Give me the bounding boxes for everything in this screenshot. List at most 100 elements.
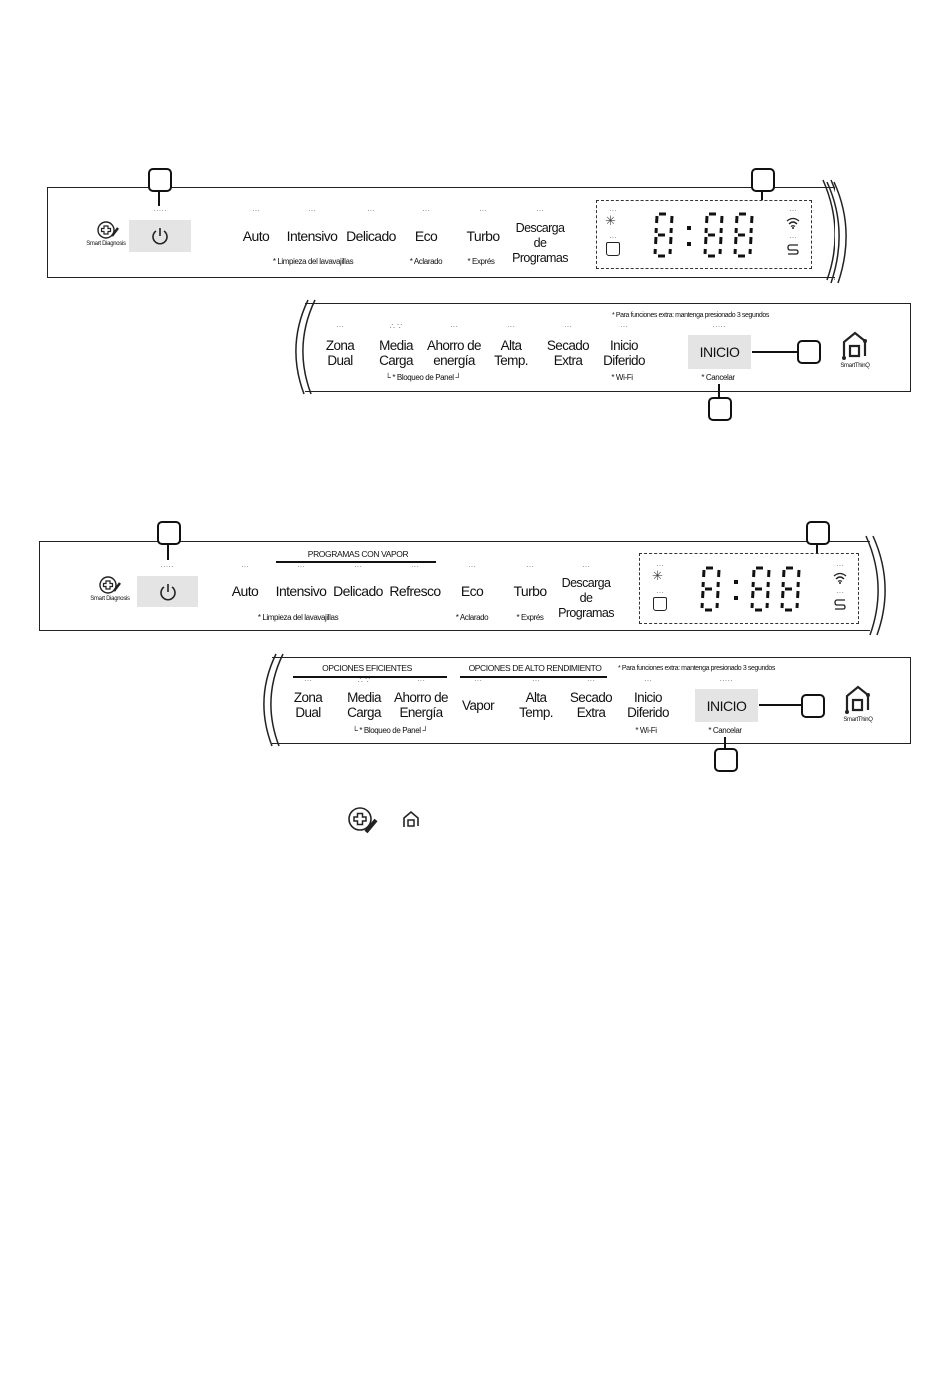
program-indicator: ···: [468, 562, 476, 571]
indicator-dots: ···: [609, 206, 617, 215]
display-segment: [704, 215, 709, 234]
display-segment: [734, 215, 739, 234]
start-button[interactable]: INICIO: [688, 335, 751, 369]
indicator-dots: ···: [656, 588, 664, 597]
display-segment: [719, 215, 724, 234]
program-button-turbo[interactable]: Turbo: [513, 583, 547, 599]
program-indicator: ···: [367, 206, 375, 215]
seven-segment-display: [653, 212, 754, 258]
sub-bloqueo: └ * Bloqueo de Panel ┘: [352, 726, 428, 735]
start-button[interactable]: INICIO: [695, 689, 758, 722]
rinse-aid-icon: ✳: [652, 568, 663, 583]
display-segment: [668, 236, 673, 255]
extra-functions-note: * Para funciones extra: mantenga presion…: [618, 665, 776, 672]
indicator-dots: ···: [836, 561, 844, 570]
option-label-line: energía: [433, 353, 475, 368]
display-segment: [716, 569, 721, 588]
program-button-eco[interactable]: Eco: [414, 228, 438, 244]
header-underline: [293, 676, 447, 678]
display-segment: [669, 215, 674, 234]
option-label-line: Zona: [293, 690, 323, 705]
power-button[interactable]: [129, 220, 191, 252]
header-underline: [460, 676, 607, 678]
efficient-options-header: OPCIONES EFICIENTES: [322, 663, 412, 673]
display-colon: [687, 242, 691, 246]
callout-power: [157, 521, 181, 545]
option-label-line: Dual: [327, 353, 353, 368]
rinse-aid-icon: ✳: [605, 213, 616, 228]
callout-display: [751, 168, 775, 192]
sub-limpieza: * Limpieza del lavavajillas: [272, 257, 354, 266]
power-indicator: ·····: [160, 562, 174, 571]
option-label-line: Media: [379, 338, 413, 353]
indicator-dots: ···: [836, 588, 844, 597]
option-label-line: Secado: [569, 690, 613, 705]
program-button-delicado[interactable]: Delicado: [333, 583, 383, 599]
sub-limpieza: * Limpieza del lavavajillas: [257, 613, 339, 622]
display-segment: [654, 215, 659, 234]
option-label-line: Alta: [525, 690, 547, 705]
option-label-line: Diferido: [603, 353, 645, 368]
program-button-delicado[interactable]: Delicado: [346, 228, 396, 244]
option-label-line: Ahorro de: [427, 338, 481, 353]
smart-diagnosis-icon: [99, 576, 121, 594]
display-segment: [795, 590, 800, 609]
program-button-descarga-de-programas[interactable]: Descarga de Programas: [512, 221, 568, 265]
option-label-line: Alta: [500, 338, 522, 353]
callout-line: [718, 384, 720, 397]
option-indicator: ···: [304, 676, 312, 685]
callout-cancel: [714, 748, 738, 772]
start-label: INICIO: [699, 344, 740, 360]
program-button-descarga-de-programas[interactable]: Descarga de Programas: [558, 576, 614, 620]
program-indicator: ···: [536, 206, 544, 215]
program-button-intensivo[interactable]: Intensivo: [286, 228, 338, 244]
option-label-line: Secado: [546, 338, 590, 353]
smartthinq-label: SmartThinQ: [843, 717, 873, 723]
program-indicator: ···: [422, 206, 430, 215]
option-label-line: Media: [347, 690, 381, 705]
power-button[interactable]: [137, 576, 198, 607]
program-button-turbo[interactable]: Turbo: [466, 228, 500, 244]
option-button-vapor[interactable]: Vapor: [443, 698, 513, 713]
start-label: INICIO: [706, 697, 747, 714]
program-button-eco[interactable]: Eco: [460, 583, 484, 599]
sub-expres: * Exprés: [516, 613, 544, 622]
program-indicator: ···: [582, 562, 590, 571]
sub-aclarado: * Aclarado: [409, 257, 443, 266]
option-indicator: ···: [336, 322, 344, 331]
indicator-dots: ···: [609, 233, 617, 242]
callout-line: [158, 190, 160, 206]
smart-diagnosis-icon: [97, 221, 119, 239]
indicator-dots: ···: [656, 561, 664, 570]
program-button-refresco[interactable]: Refresco: [389, 583, 441, 599]
sub-wifi: * Wi-Fi: [611, 373, 633, 382]
smart-diagnosis-label: Smart Diagnosis: [86, 241, 126, 247]
display-colon: [734, 580, 738, 584]
program-button-auto[interactable]: Auto: [242, 228, 270, 244]
smart-diagnosis-label: Smart Diagnosis: [90, 596, 130, 602]
power-indicator: ·····: [153, 206, 167, 215]
program-button-intensivo[interactable]: Intensivo: [275, 583, 327, 599]
program-indicator: ···: [297, 562, 305, 571]
program-button-auto[interactable]: Auto: [231, 583, 259, 599]
display-segment: [749, 215, 754, 234]
option-label-line: Carga: [347, 705, 381, 720]
display-segment: [780, 590, 785, 609]
option-indicator: ···: [587, 676, 595, 685]
display-segment: [781, 569, 786, 588]
display-segment: [751, 569, 756, 588]
callout-line: [167, 543, 169, 560]
